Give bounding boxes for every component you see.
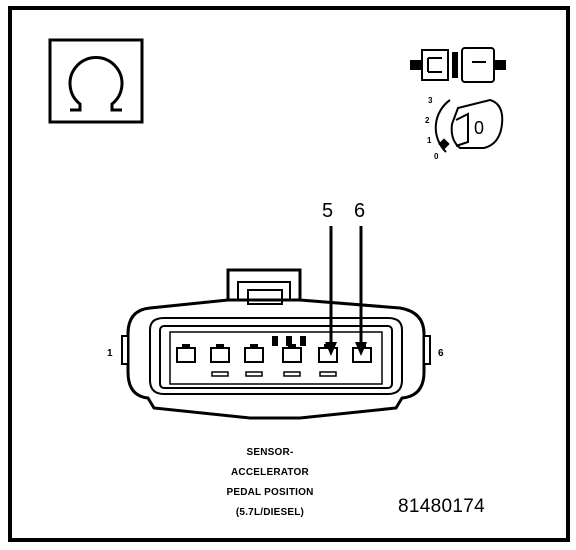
caption-line-4: (5.7L/DIESEL) [235,507,305,518]
pin-cavity [210,347,230,363]
ohm-icon [48,38,144,124]
pin-tab [216,344,224,348]
ignition-position-2: 2 [425,116,430,125]
pin-tab [182,344,190,348]
ignition-position-3: 3 [428,96,433,105]
pin-cavity [176,347,196,363]
pin-cavity [282,347,302,363]
callout-pin-6: 6 [354,200,366,222]
connector-body [121,268,431,420]
diagram-frame [8,6,570,542]
callout-arrows [325,226,367,356]
pin-label-right: 6 [438,348,444,359]
pin-cavity [244,347,264,363]
pin-slot [245,371,263,377]
pin-tab [288,344,296,348]
caption-line-2: ACCELERATOR [231,467,309,478]
ignition-position-1: 1 [427,136,432,145]
ignition-key-icon [434,98,504,153]
callout-pin-5: 5 [322,200,334,222]
pin-cavity [318,347,338,363]
key-label: 0 [474,118,485,138]
ignition-position-0: 0 [434,152,439,161]
pin-slot [283,371,301,377]
pin-slot [319,371,337,377]
figure-number: 81480174 [398,496,485,517]
pin-tab [250,344,258,348]
disconnected-connector-icon [410,47,506,83]
caption-line-1: SENSOR- [246,447,294,458]
pin-label-left: 1 [107,348,113,359]
pin-slot [211,371,229,377]
caption-line-3: PEDAL POSITION [226,487,314,498]
